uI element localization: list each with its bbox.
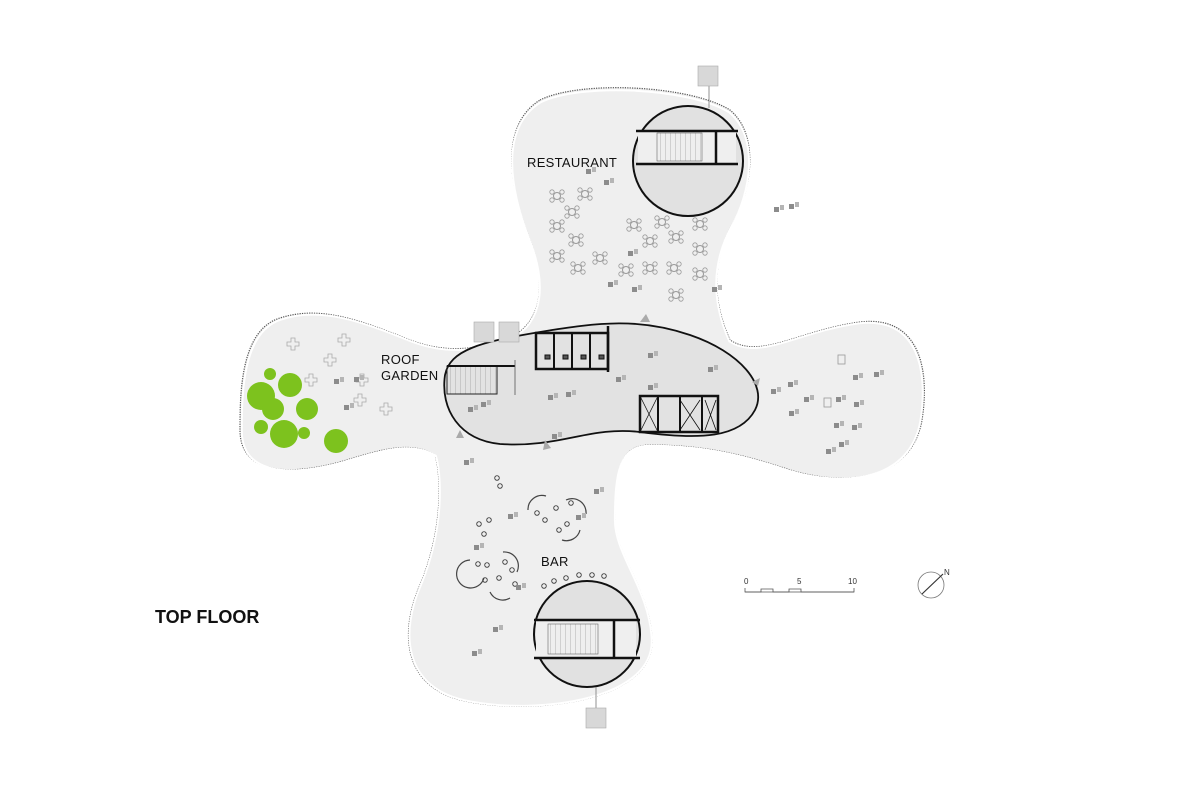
scale-tick-0: 0 — [744, 577, 749, 586]
bar-label: BAR — [541, 554, 569, 569]
scale-tick-5: 5 — [797, 577, 802, 586]
north-label: N — [944, 568, 950, 577]
core-lounge-chairs — [456, 314, 760, 450]
bar-seating — [455, 494, 587, 601]
page-title: TOP FLOOR — [155, 607, 259, 627]
floor-edge — [240, 89, 924, 707]
core-toilets — [534, 326, 610, 372]
north-arrow-icon: N — [917, 568, 950, 599]
east-wing-furniture — [771, 354, 884, 454]
restaurant-label: RESTAURANT — [527, 155, 617, 170]
roof-garden-label-line1: ROOF — [381, 352, 420, 367]
scale-bar: 0 5 10 — [744, 577, 857, 593]
roof-garden-trees — [247, 368, 348, 453]
roof-garden-label-line2: GARDEN — [381, 368, 438, 383]
bar-stair-core — [533, 580, 641, 729]
core-signs — [473, 321, 520, 343]
scale-tick-10: 10 — [848, 577, 857, 586]
core-stair-left — [446, 360, 516, 395]
core-elevators — [638, 394, 720, 434]
restaurant-stair-core — [632, 65, 744, 217]
